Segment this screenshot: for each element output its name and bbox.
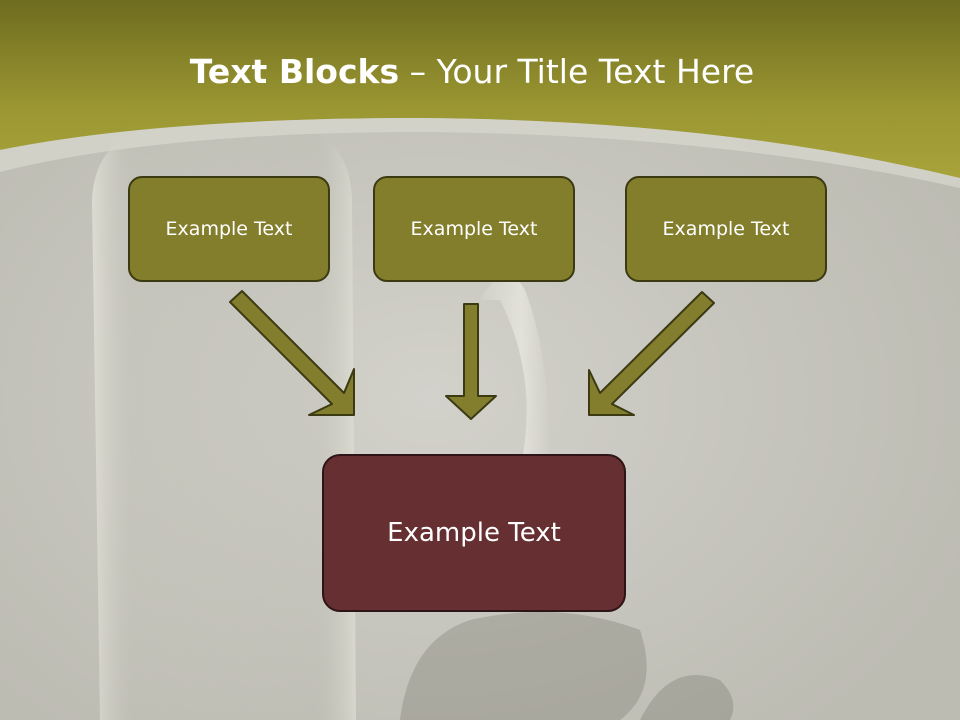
text-block-right: Example Text [625,176,827,282]
result-block-label: Example Text [387,518,561,548]
text-block-left: Example Text [128,176,330,282]
title-rest: – Your Title Text Here [399,52,755,91]
text-block-right-label: Example Text [662,218,790,240]
text-block-center-label: Example Text [410,218,538,240]
result-block: Example Text [322,454,626,612]
title-bold: Text Blocks [189,52,400,91]
page-title: Text Blocks – Your Title Text Here [0,52,944,91]
text-block-left-label: Example Text [165,218,293,240]
text-block-center: Example Text [373,176,575,282]
